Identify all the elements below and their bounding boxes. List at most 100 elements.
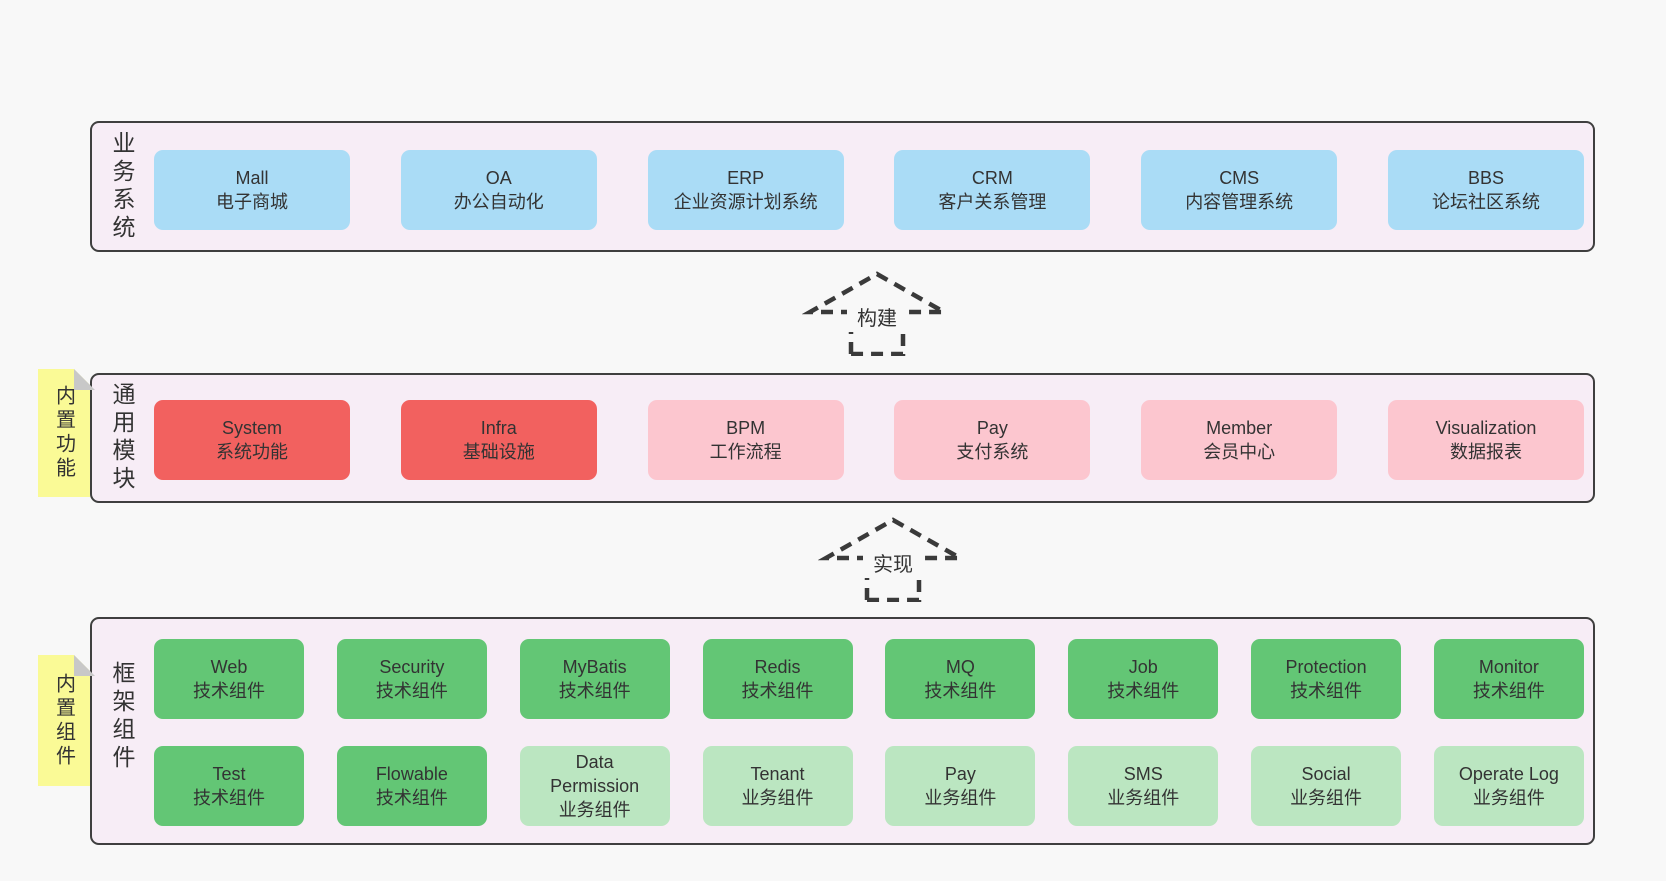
box-subtitle: 业务组件 (924, 788, 997, 808)
box-title: MyBatis (562, 657, 627, 677)
box-title: ERP (727, 168, 765, 188)
box-subtitle: 电子商城 (216, 192, 288, 212)
band-business-systems: 业务系统 Mall 电子商城 OA 办公自动化 ERP 企业资源计划系统 CRM… (90, 121, 1595, 252)
box-cms: CMS 内容管理系统 (1141, 150, 1338, 230)
box-subtitle: 技术组件 (924, 681, 997, 701)
box-web: Web 技术组件 (154, 639, 304, 719)
box-monitor: Monitor 技术组件 (1433, 639, 1584, 719)
box-title: BPM (726, 418, 766, 438)
box-subtitle: 技术组件 (193, 788, 265, 808)
box-tenant: Tenant 业务组件 (702, 746, 853, 826)
box-social: Social 业务组件 (1251, 746, 1402, 826)
box-infra: Infra 基础设施 (400, 400, 597, 480)
box-subtitle: 技术组件 (1472, 681, 1545, 701)
box-title: Monitor (1478, 657, 1539, 677)
box-flowable: Flowable 技术组件 (336, 746, 487, 826)
box-subtitle: 工作流程 (709, 442, 782, 462)
box-test: Test 技术组件 (154, 746, 304, 826)
arrow-build: 构建 (802, 271, 952, 356)
box-mall: Mall 电子商城 (154, 150, 350, 230)
box-title: CRM (971, 168, 1013, 188)
box-title: Tenant (750, 764, 805, 784)
box-crm: CRM 客户关系管理 (894, 150, 1091, 230)
box-bpm: BPM 工作流程 (647, 400, 844, 480)
box-subtitle: 业务组件 (1107, 788, 1180, 808)
box-subtitle: 支付系统 (956, 442, 1029, 462)
box-member: Member 会员中心 (1141, 400, 1338, 480)
box-subtitle: 技术组件 (558, 681, 631, 701)
box-subtitle: 业务组件 (558, 800, 631, 820)
box-title: Mall (235, 168, 269, 188)
box-subtitle: 论坛社区系统 (1431, 192, 1540, 212)
box-pay-business: Pay 业务组件 (885, 746, 1036, 826)
band-label-common-modules: 通用模块 (109, 382, 135, 494)
box-subtitle: 业务组件 (741, 788, 814, 808)
box-title: Operate Log (1458, 764, 1559, 784)
box-title: Web (210, 657, 248, 677)
box-title: OA (485, 168, 512, 188)
box-subtitle: 数据报表 (1449, 442, 1522, 462)
arrow-up-outline (802, 271, 952, 356)
box-title: Social (1301, 764, 1351, 784)
band-label-business-systems: 业务系统 (109, 130, 135, 243)
box-pay: Pay 支付系统 (894, 400, 1091, 480)
band-label-framework-components: 框架组件 (109, 661, 135, 773)
arrow-label: 实现 (873, 553, 913, 576)
arrow-label-bg (863, 550, 923, 578)
note-builtin-features: 内置功能 (38, 369, 95, 497)
box-job: Job 技术组件 (1068, 639, 1219, 719)
box-subtitle: 企业资源计划系统 (673, 192, 818, 212)
box-bbs: BBS 论坛社区系统 (1387, 150, 1584, 230)
box-security: Security 技术组件 (336, 639, 487, 719)
box-subtitle: 技术组件 (193, 681, 265, 701)
box-protection: Protection 技术组件 (1251, 639, 1402, 719)
common-modules-row: System 系统功能 Infra 基础设施 BPM 工作流程 Pay 支付系统… (154, 400, 1584, 480)
box-subtitle: 客户关系管理 (938, 192, 1047, 212)
box-oa: OA 办公自动化 (400, 150, 597, 230)
band-common-modules: 通用模块 System 系统功能 Infra 基础设施 BPM 工作流程 Pay… (90, 373, 1595, 503)
business-systems-row: Mall 电子商城 OA 办公自动化 ERP 企业资源计划系统 CRM 客户关系… (154, 150, 1584, 230)
box-title: Member (1206, 418, 1273, 438)
note-label: 内置组件 (52, 672, 75, 769)
box-subtitle: 技术组件 (1290, 681, 1363, 701)
box-title: Infra (480, 418, 517, 438)
note-paper (38, 369, 90, 497)
box-subtitle: 技术组件 (375, 788, 448, 808)
arrow-up-outline (818, 517, 968, 602)
note-label: 内置功能 (52, 385, 75, 481)
box-mybatis: MyBatis 技术组件 (519, 639, 670, 719)
box-sms: SMS 业务组件 (1068, 746, 1219, 826)
arrow-label-bg (847, 304, 907, 332)
box-subtitle: 会员中心 (1203, 442, 1276, 462)
box-title: Pay (944, 764, 976, 784)
box-subtitle: 内容管理系统 (1185, 192, 1294, 212)
box-subtitle: 基础设施 (462, 442, 535, 462)
box-subtitle: 技术组件 (741, 681, 814, 701)
box-title: SMS (1123, 764, 1163, 784)
box-title: Protection (1285, 657, 1367, 677)
box-title: Pay (976, 418, 1008, 438)
box-subtitle: 技术组件 (375, 681, 448, 701)
box-subtitle: 技术组件 (1107, 681, 1180, 701)
box-mq: MQ 技术组件 (885, 639, 1036, 719)
box-title: System (221, 418, 282, 438)
box-operate-log: Operate Log 业务组件 (1433, 746, 1584, 826)
box-title: Redis (754, 657, 801, 677)
box-visualization: Visualization 数据报表 (1387, 400, 1584, 480)
band-framework-components: 框架组件 Web 技术组件 Security 技术组件 MyBatis 技术组件… (90, 617, 1595, 845)
note-builtin-components: 内置组件 (38, 655, 95, 786)
box-subtitle: 业务组件 (1472, 788, 1545, 808)
box-title: BBS (1467, 168, 1504, 188)
framework-components-row-1: Web 技术组件 Security 技术组件 MyBatis 技术组件 Redi… (154, 639, 1584, 719)
box-subtitle: 业务组件 (1290, 788, 1363, 808)
box-title: Data Permission (550, 752, 640, 796)
box-subtitle: 办公自动化 (453, 192, 544, 212)
arrow-label: 构建 (857, 307, 897, 330)
box-title: Visualization (1435, 418, 1537, 438)
box-title: MQ (945, 657, 975, 677)
framework-components-row-2: Test 技术组件 Flowable 技术组件 Data Permission … (154, 746, 1584, 826)
box-title: CMS (1219, 168, 1260, 188)
box-title: Flowable (375, 764, 448, 784)
box-subtitle: 系统功能 (216, 442, 288, 462)
